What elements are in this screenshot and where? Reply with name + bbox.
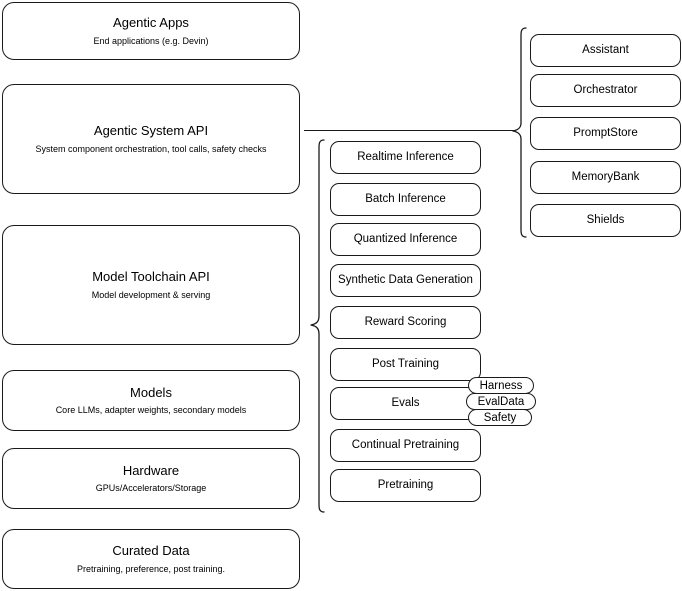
eval-badge-safety[interactable]: Safety (468, 409, 532, 426)
node-label: PromptStore (573, 127, 638, 140)
layer-title: Model Toolchain API (92, 269, 210, 285)
toolchain-item-pretraining[interactable]: Pretraining (330, 469, 481, 502)
layer-subtitle: Core LLMs, adapter weights, secondary mo… (55, 405, 247, 415)
toolchain-item-continual-pretraining[interactable]: Continual Pretraining (330, 429, 481, 462)
toolchain-item-quantized-inference[interactable]: Quantized Inference (330, 223, 481, 256)
layer-agentic-system-api[interactable]: Agentic System API System component orch… (2, 84, 300, 194)
layer-subtitle: System component orchestration, tool cal… (35, 143, 267, 154)
eval-badge-harness[interactable]: Harness (468, 377, 534, 394)
node-label: Batch Inference (365, 193, 446, 206)
layer-title: Curated Data (112, 543, 190, 559)
badge-label: Safety (483, 411, 517, 424)
brace-toolchain-group (310, 139, 325, 513)
agentic-item-assistant[interactable]: Assistant (530, 34, 681, 67)
agentic-item-shields[interactable]: Shields (530, 204, 681, 237)
node-label: Synthetic Data Generation (338, 274, 473, 287)
toolchain-item-batch-inference[interactable]: Batch Inference (330, 183, 481, 216)
badge-label: Harness (479, 379, 523, 392)
node-label: Assistant (582, 44, 629, 57)
brace-agentic-components-group (512, 27, 527, 238)
node-label: Quantized Inference (353, 233, 458, 246)
layer-title: Agentic Apps (113, 15, 189, 31)
layer-model-toolchain-api[interactable]: Model Toolchain API Model development & … (2, 225, 300, 345)
node-label: Pretraining (377, 479, 434, 492)
layer-agentic-apps[interactable]: Agentic Apps End applications (e.g. Devi… (2, 2, 300, 60)
layer-models[interactable]: Models Core LLMs, adapter weights, secon… (2, 370, 300, 431)
agentic-item-orchestrator[interactable]: Orchestrator (530, 74, 681, 107)
toolchain-item-synthetic-data-generation[interactable]: Synthetic Data Generation (330, 264, 481, 297)
layer-title: Agentic System API (93, 123, 209, 139)
badge-label: EvalData (477, 395, 525, 408)
toolchain-item-evals[interactable]: Evals (330, 387, 481, 420)
layer-subtitle: Model development & serving (91, 289, 211, 300)
layer-title: Hardware (122, 462, 180, 478)
agentic-item-memorybank[interactable]: MemoryBank (530, 161, 681, 194)
connector-line-agentic-system-api (304, 130, 514, 132)
layer-title: Models (130, 384, 172, 400)
layer-hardware[interactable]: Hardware GPUs/Accelerators/Storage (2, 448, 300, 509)
node-label: Reward Scoring (364, 316, 447, 329)
node-label: Realtime Inference (357, 151, 454, 164)
toolchain-item-post-training[interactable]: Post Training (330, 348, 481, 381)
node-label: Evals (391, 397, 420, 410)
node-label: Orchestrator (573, 84, 638, 97)
layer-subtitle: End applications (e.g. Devin) (93, 35, 209, 46)
node-label: MemoryBank (571, 171, 640, 184)
layer-curated-data[interactable]: Curated Data Pretraining, preference, po… (2, 529, 300, 589)
toolchain-item-realtime-inference[interactable]: Realtime Inference (330, 141, 481, 174)
node-label: Shields (586, 214, 625, 227)
eval-badge-evaldata[interactable]: EvalData (466, 393, 536, 410)
node-label: Continual Pretraining (351, 439, 460, 452)
layer-subtitle: GPUs/Accelerators/Storage (95, 483, 207, 493)
agentic-item-promptstore[interactable]: PromptStore (530, 117, 681, 150)
layer-subtitle: Pretraining, preference, post training. (76, 563, 226, 574)
toolchain-item-reward-scoring[interactable]: Reward Scoring (330, 306, 481, 339)
node-label: Post Training (371, 358, 440, 371)
